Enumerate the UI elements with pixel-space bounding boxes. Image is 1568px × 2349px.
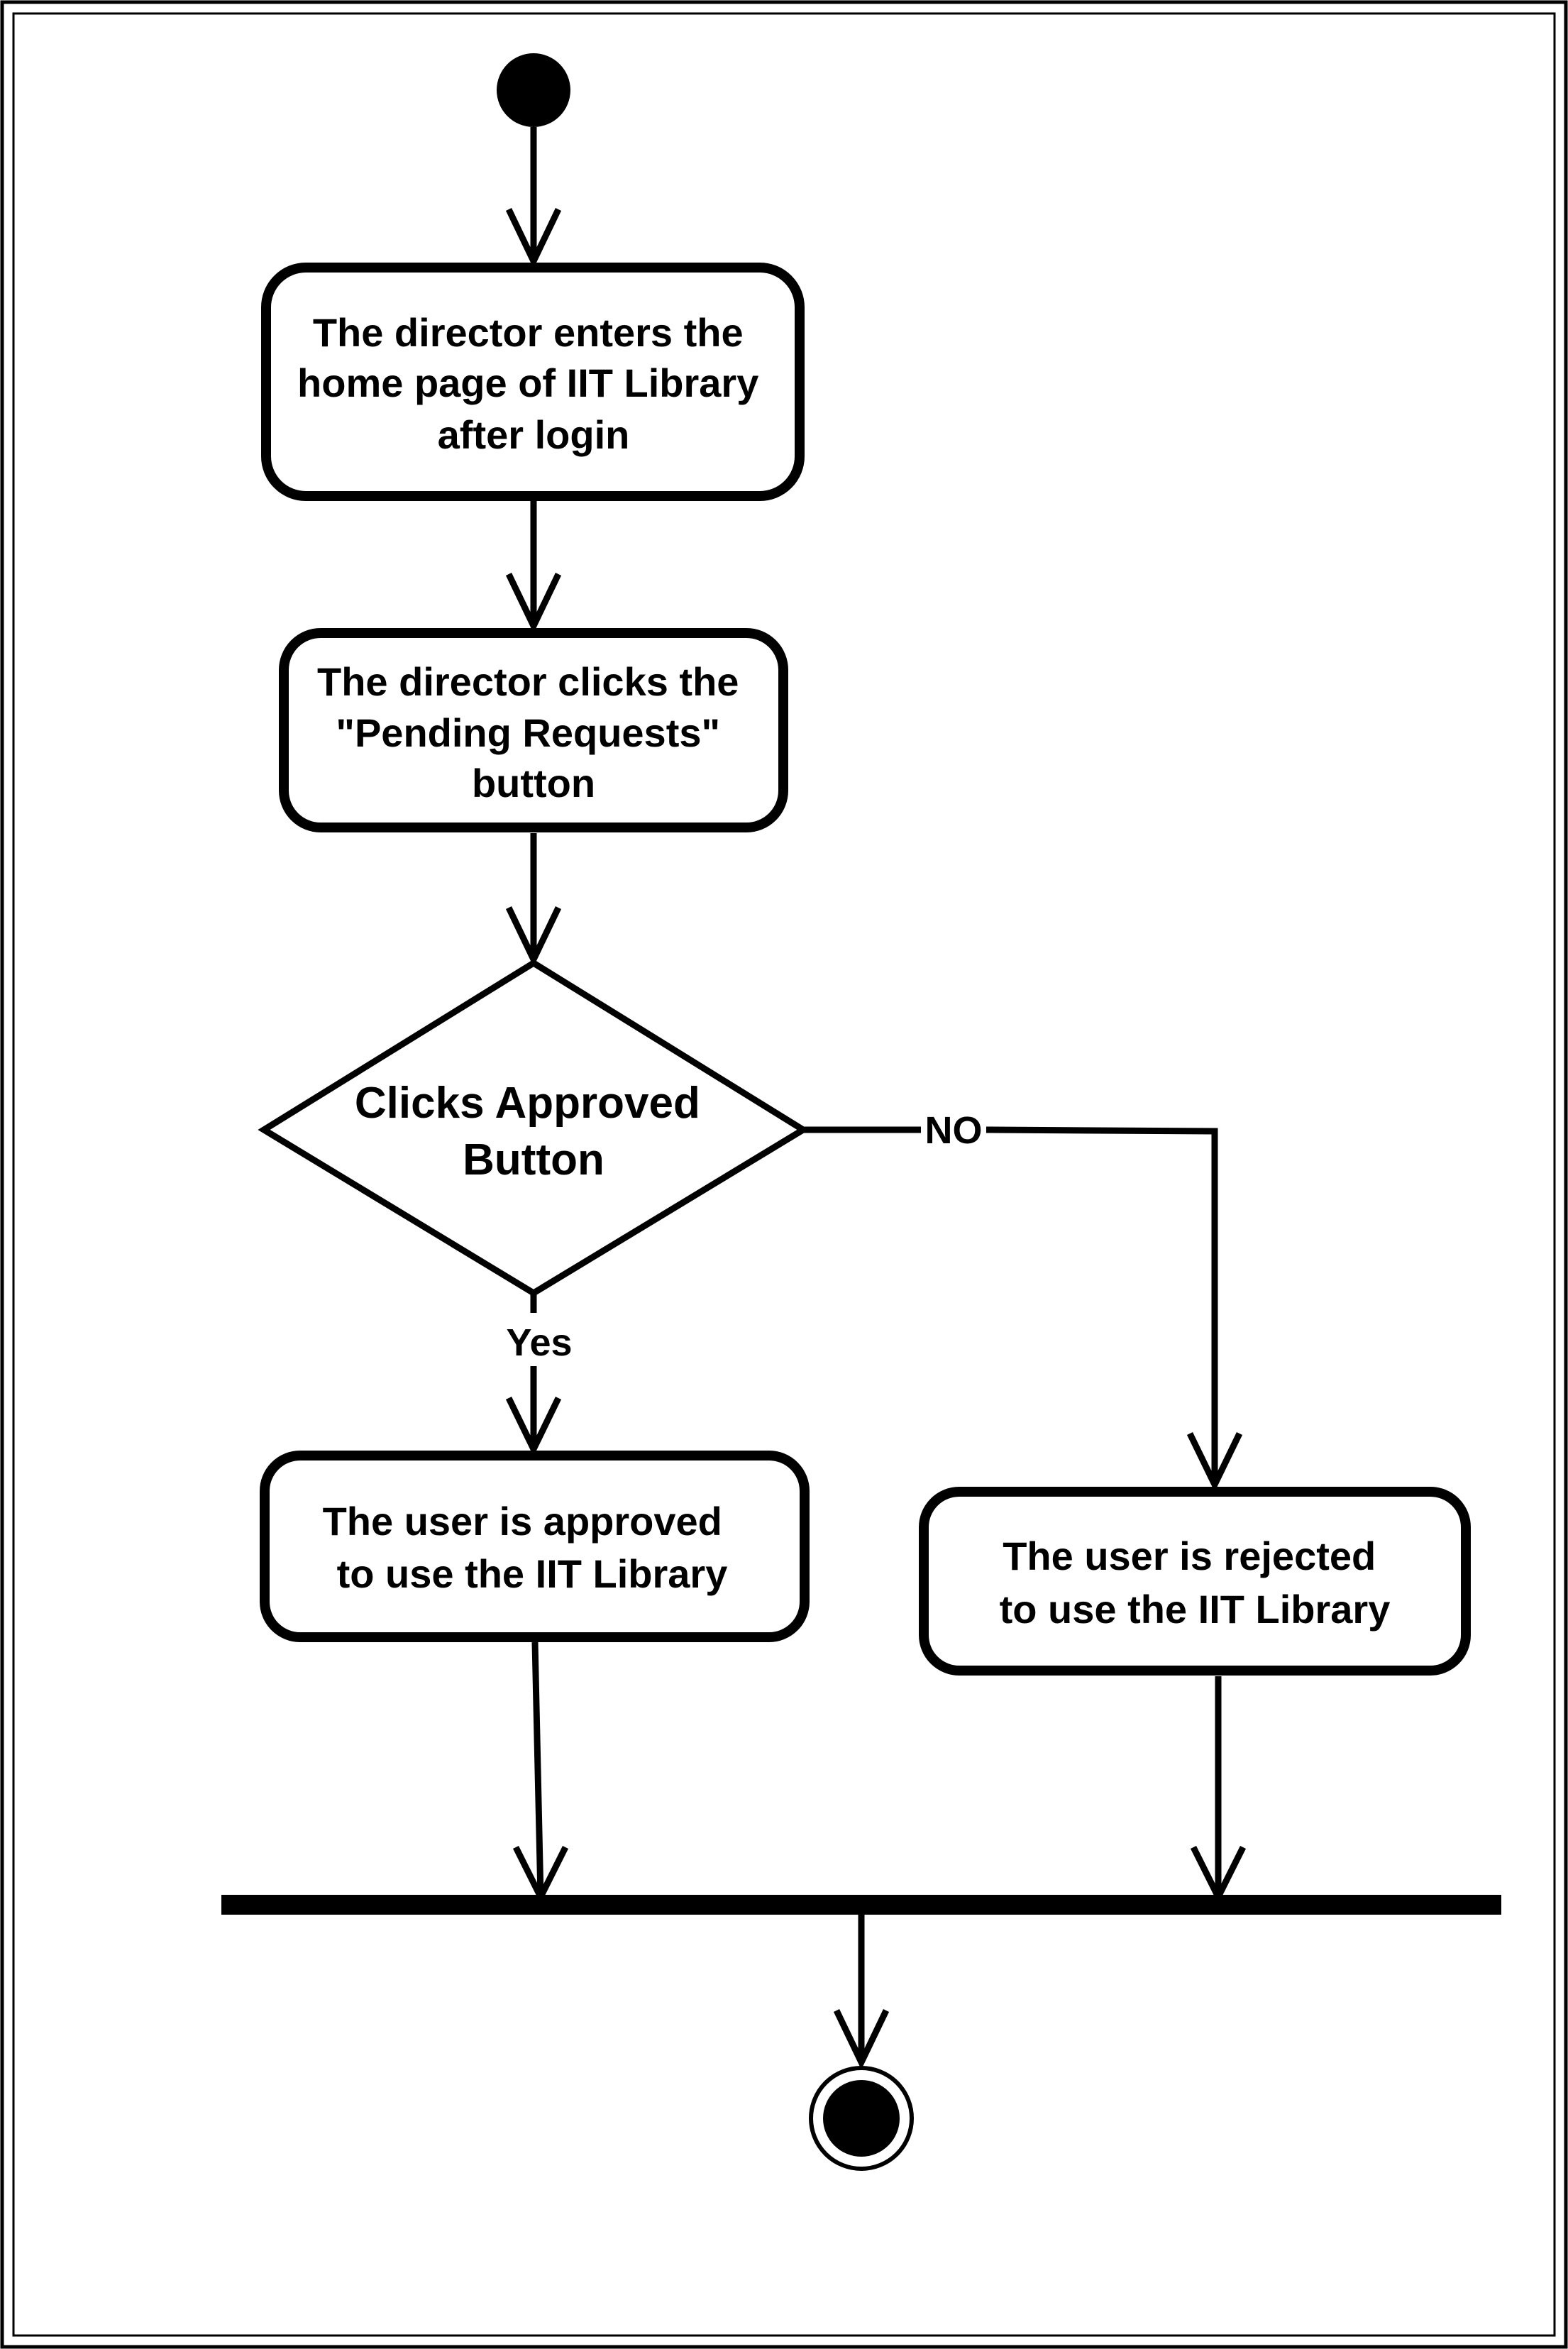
enter-home-line-3: after login (438, 412, 630, 457)
enter-home-line-1: The director enters the (313, 310, 744, 355)
edge-start-to-enter-home (505, 127, 562, 269)
svg-text:Clicks Approved Button: Clicks Approved Button (355, 1079, 712, 1184)
no-label: NO (925, 1109, 983, 1152)
edge-join-to-final (833, 1915, 890, 2070)
svg-text:The user is rejected to: The user is rejected to use the IIT Libr… (1000, 1534, 1391, 1632)
join-bar (221, 1895, 1501, 1915)
click-pending-line-2: "Pending Requests" (336, 710, 720, 755)
click-pending-line-1: The director clicks the (317, 659, 739, 704)
click-pending-line-3: button (472, 761, 595, 805)
yes-label: Yes (506, 1321, 572, 1364)
edge-approved-to-join (512, 1641, 569, 1905)
rejected-line-1: The user is rejected (1003, 1534, 1376, 1578)
action-user-rejected: The user is rejected to use the IIT Libr… (919, 1487, 1471, 1676)
svg-text:The director enters the: The director enters the home page of IIT… (297, 310, 770, 457)
enter-home-line-2: home page of IIT Library (297, 361, 758, 405)
decision-line-1: Clicks Approved (355, 1079, 700, 1128)
final-node (809, 2066, 914, 2171)
svg-text:The director clicks the: The director clicks the "Pending Request… (317, 659, 750, 805)
initial-node (497, 53, 570, 127)
edge-decision-yes-to-approved (505, 1293, 562, 1457)
edge-rejected-to-join (1190, 1676, 1247, 1905)
decision-line-2: Button (463, 1135, 604, 1184)
inner-frame (12, 12, 1556, 2337)
rejected-line-2: to use the IIT Library (1000, 1587, 1391, 1632)
edge-click-pending-to-decision (505, 833, 562, 967)
approved-line-2: to use the IIT Library (337, 1551, 728, 1596)
action-user-approved: The user is approved to use the IIT Libr… (260, 1451, 810, 1642)
action-enter-home: The director enters the home page of IIT… (261, 263, 805, 501)
svg-text:The user is approved to: The user is approved to use the IIT Libr… (323, 1499, 734, 1596)
edge-decision-no-to-rejected (803, 1126, 1243, 1492)
decision-clicks-approved: Clicks Approved Button (258, 959, 810, 1297)
edge-enter-home-to-click-pending (505, 501, 562, 634)
action-click-pending-requests: The director clicks the "Pending Request… (279, 628, 788, 832)
approved-line-1: The user is approved (323, 1499, 722, 1544)
